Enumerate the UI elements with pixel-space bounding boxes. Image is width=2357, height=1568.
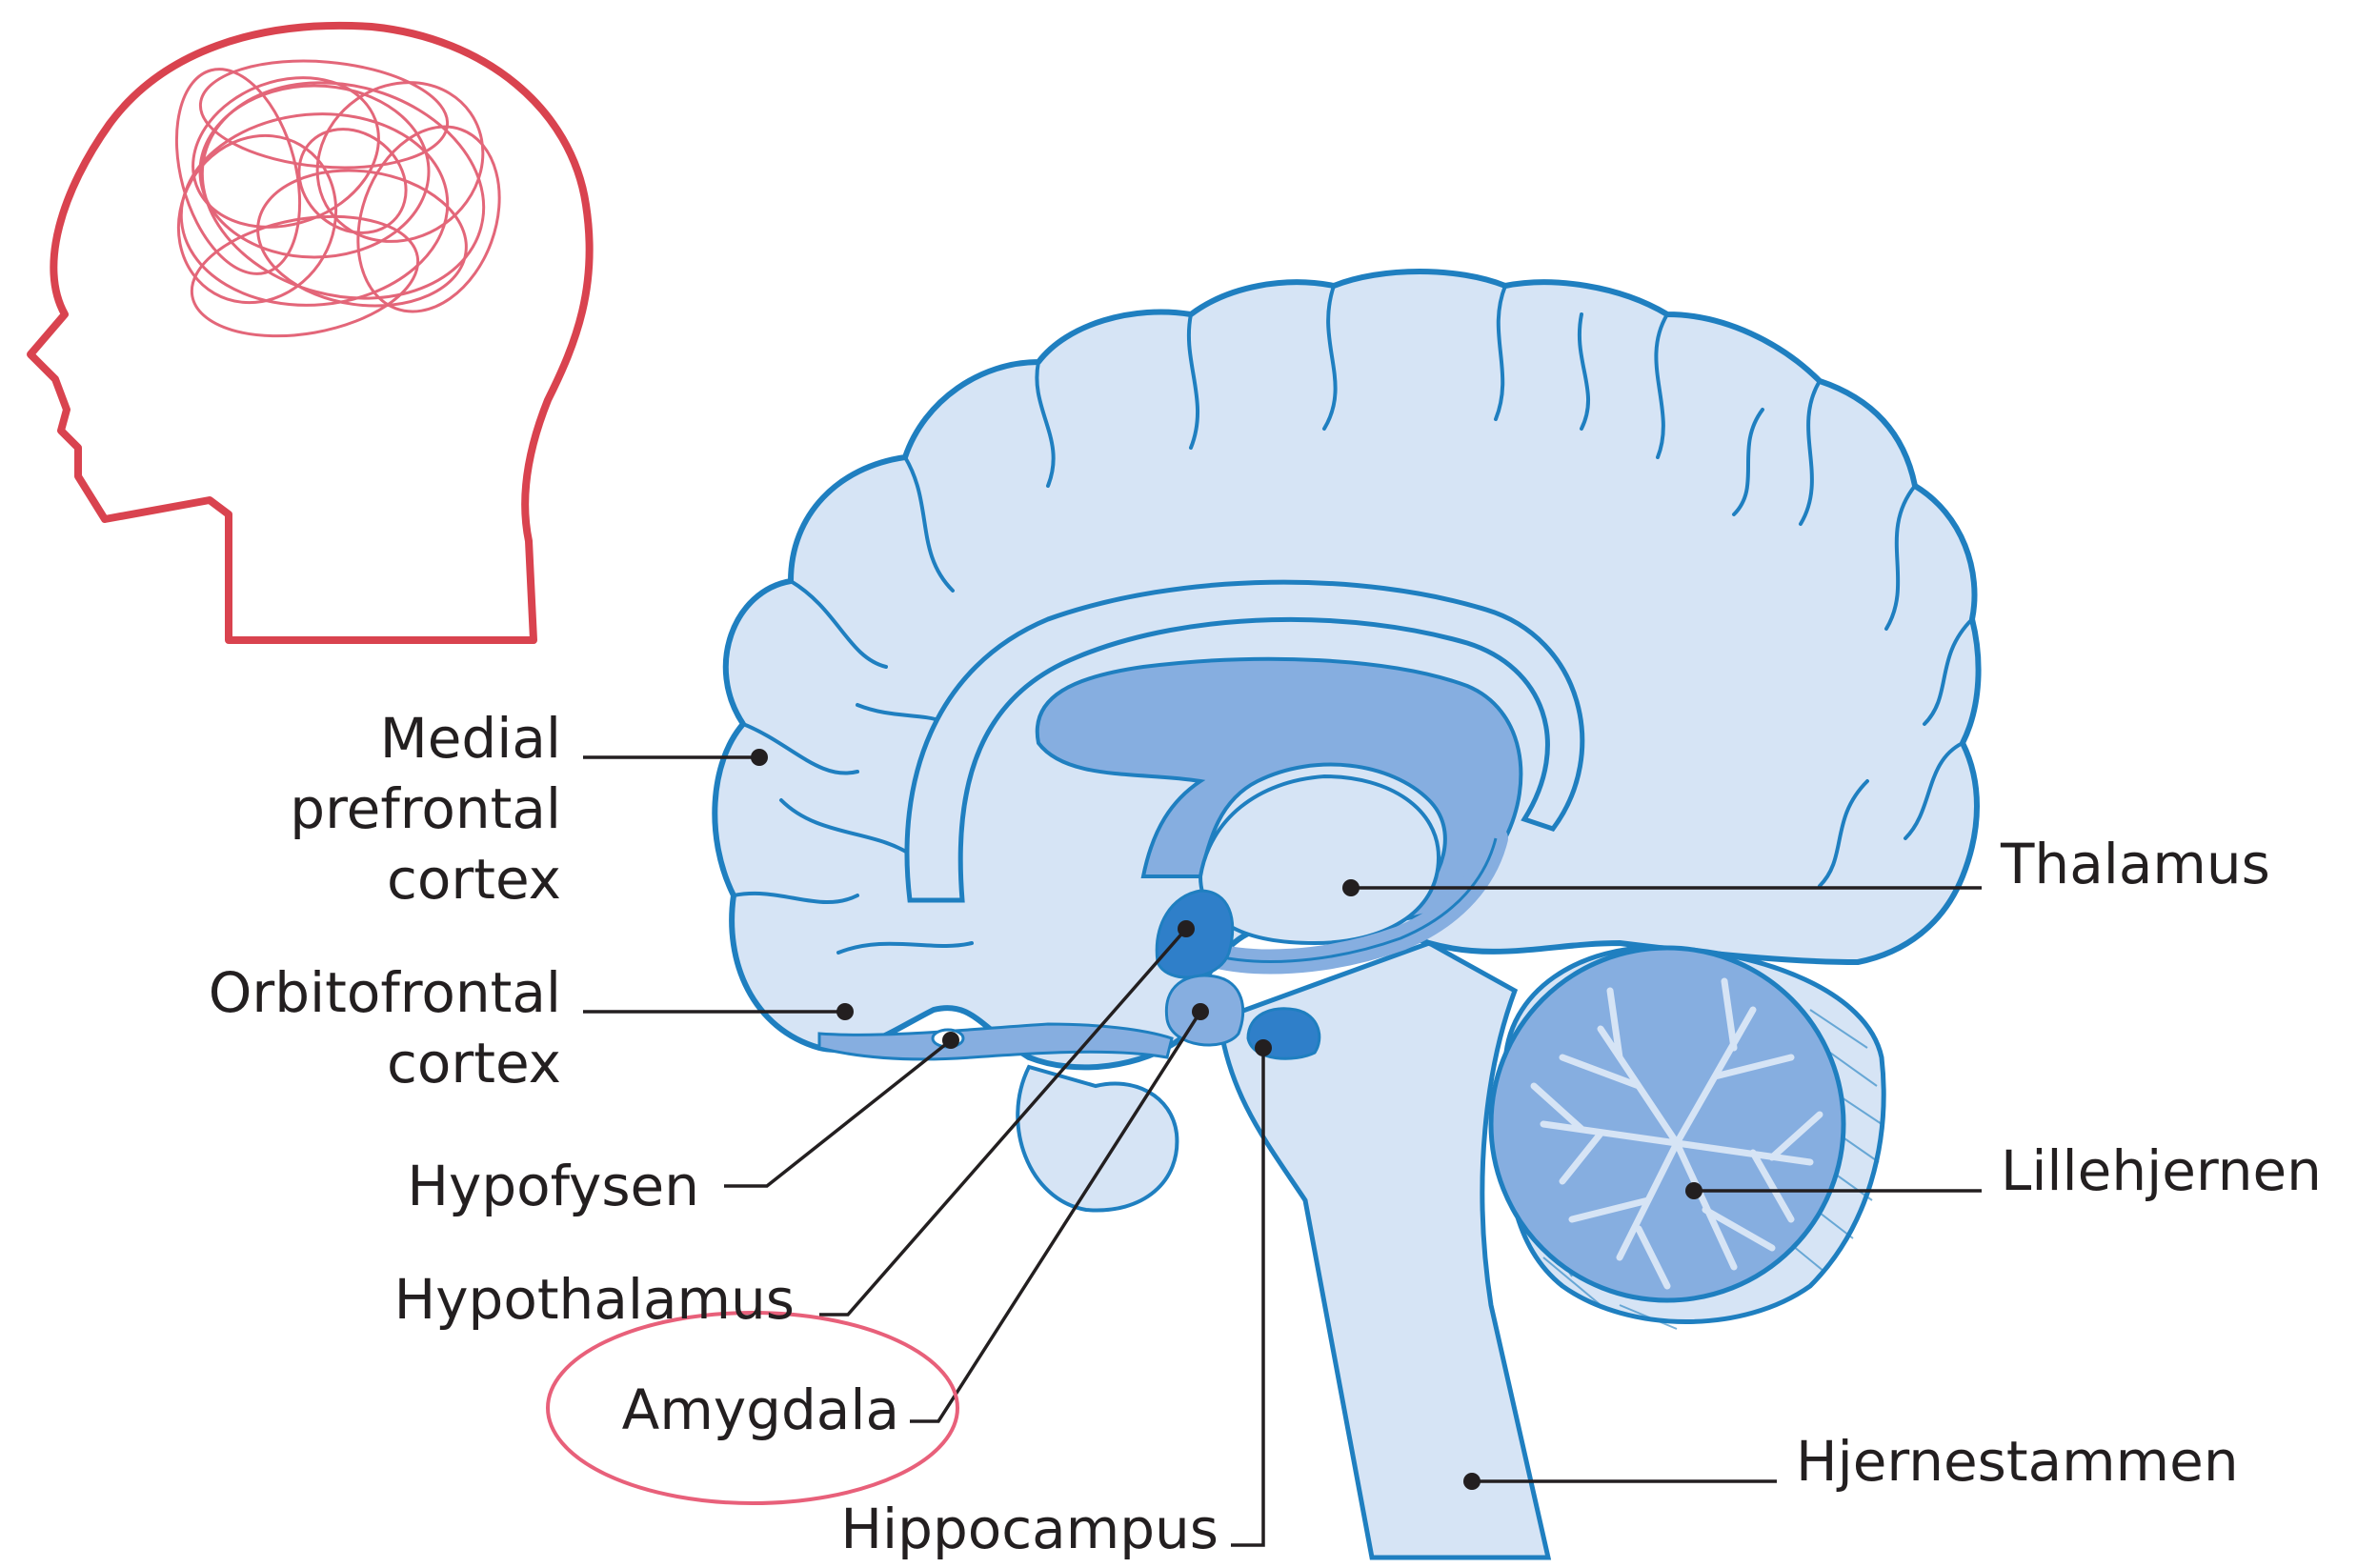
label-hippocampus: Hippocampus [840,1494,1219,1564]
label-line: Medial [290,703,561,774]
cerebellum-shape [1491,948,1884,1329]
label-line: cortex [290,844,561,915]
label-line: prefrontal [290,774,561,844]
label-orbitofrontal-cortex: Orbitofrontal cortex [209,957,561,1098]
tangled-thoughts-icon [149,50,524,352]
brain-illustration [715,271,1978,1558]
label-line: cortex [209,1028,561,1098]
label-hypothalamus: Hypothalamus [394,1264,795,1335]
label-hjernestammen: Hjernestammen [1796,1426,2239,1497]
label-amygdala: Amygdala [622,1375,899,1445]
label-hypofysen: Hypofysen [407,1151,699,1221]
label-lillehjernen: Lillehjernen [2001,1136,2322,1206]
label-thalamus: Thalamus [2001,829,2270,899]
label-medial-prefrontal-cortex: Medial prefrontal cortex [290,703,561,915]
label-line: Orbitofrontal [209,957,561,1028]
